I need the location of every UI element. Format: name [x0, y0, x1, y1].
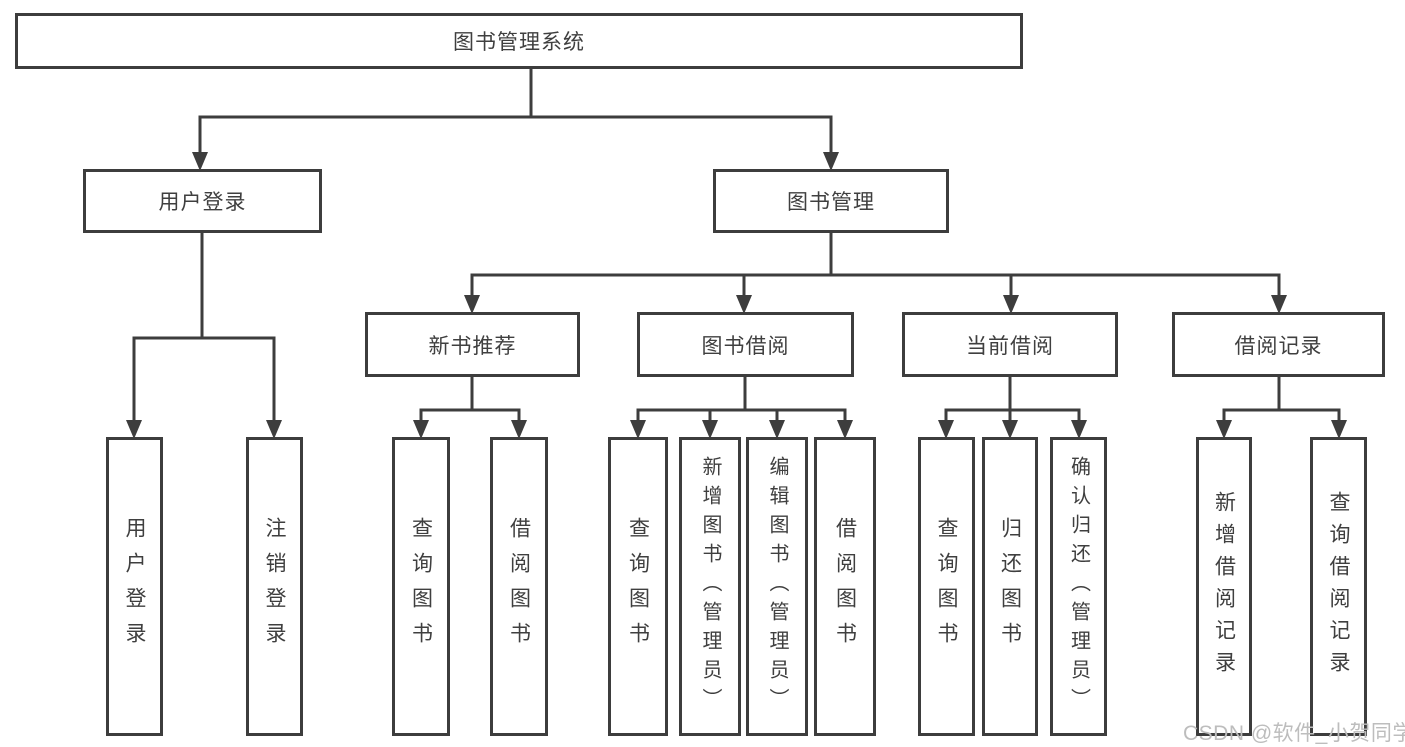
connector-book-management-to-level3: [464, 230, 1287, 314]
connector-user-login-to-leaves: [126, 230, 282, 439]
connector-root-to-level2: [192, 68, 839, 171]
node-leaf-borrow-books-a: 借阅图书: [490, 437, 548, 736]
leaf-label: 查询图书: [935, 516, 958, 657]
connector-current-borrowing-to-leaves: [938, 374, 1087, 439]
leaf-label: 查询借阅记录: [1327, 490, 1350, 683]
node-borrow-records: 借阅记录: [1172, 312, 1385, 377]
leaf-label: 新增图书（管理员）: [699, 456, 721, 717]
node-current-borrowing: 当前借阅: [902, 312, 1118, 377]
node-leaf-borrow-books-b: 借阅图书: [814, 437, 876, 736]
node-leaf-add-book-admin: 新增图书（管理员）: [679, 437, 741, 736]
node-leaf-return-book: 归还图书: [982, 437, 1038, 736]
node-leaf-query-books-b: 查询图书: [608, 437, 668, 736]
leaf-label: 查询图书: [409, 516, 433, 657]
node-leaf-logout: 注销登录: [246, 437, 303, 736]
node-leaf-add-borrow-record: 新增借阅记录: [1196, 437, 1252, 736]
node-leaf-user-login: 用户登录: [106, 437, 163, 736]
leaf-label: 确认归还（管理员）: [1067, 456, 1090, 717]
leaf-label: 借阅图书: [833, 516, 857, 657]
connector-borrow-records-to-leaves: [1216, 374, 1347, 439]
connector-book-borrowing-to-leaves: [630, 374, 853, 439]
node-leaf-query-books-a: 查询图书: [392, 437, 450, 736]
csdn-watermark: CSDN @软件_小贺同学: [1183, 722, 1405, 745]
node-new-book-recommend: 新书推荐: [365, 312, 580, 377]
leaf-label: 编辑图书（管理员）: [766, 456, 788, 717]
node-book-management: 图书管理: [713, 169, 949, 233]
connector-new-book-recommend-to-leaves: [413, 374, 527, 439]
node-book-borrowing: 图书借阅: [637, 312, 854, 377]
node-leaf-query-borrow-record: 查询借阅记录: [1310, 437, 1367, 736]
node-leaf-query-books-c: 查询图书: [918, 437, 975, 736]
leaf-label: 用户登录: [123, 516, 146, 657]
node-user-login: 用户登录: [83, 169, 322, 233]
leaf-label: 新增借阅记录: [1212, 490, 1236, 683]
leaf-label: 借阅图书: [507, 516, 531, 657]
leaf-label: 注销登录: [263, 516, 286, 657]
leaf-label: 查询图书: [626, 516, 650, 657]
leaf-label: 归还图书: [998, 516, 1022, 657]
node-root: 图书管理系统: [15, 13, 1023, 69]
node-leaf-confirm-return-admin: 确认归还（管理员）: [1050, 437, 1107, 736]
node-leaf-edit-book-admin: 编辑图书（管理员）: [746, 437, 808, 736]
